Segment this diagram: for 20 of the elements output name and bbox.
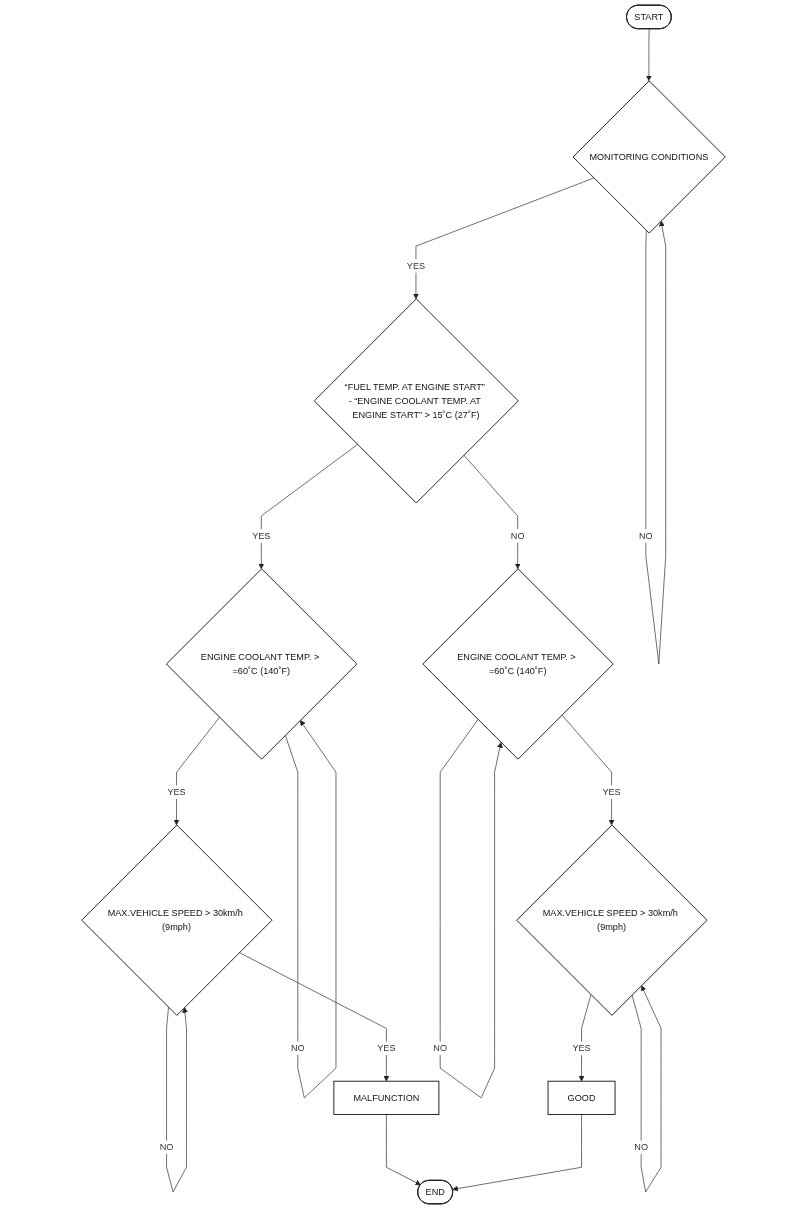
edge-label: YES — [252, 530, 271, 541]
node-diamond: MONITORING CONDITIONS — [572, 80, 726, 234]
edge-label: YES — [167, 786, 186, 797]
edge-label: NO — [290, 1042, 305, 1054]
node-box: MALFUNCTION — [333, 1080, 440, 1115]
node-diamond: ENGINE COOLANT TEMP. > =60˚C (140˚F) — [165, 568, 358, 760]
node-diamond: “FUEL TEMP. AT ENGINE START” - “ENGINE COOLANT TEMP. AT ENGINE START” > 15˚C (27˚F) — [313, 298, 519, 504]
edge-label: NO — [634, 1141, 649, 1153]
node-diamond: MAX.VEHICLE SPEED > 30km/h (9mph) — [516, 824, 708, 1016]
node-diamond: MAX.VEHICLE SPEED > 30km/h (9mph) — [81, 824, 273, 1016]
edge-label: NO — [638, 530, 653, 541]
node-diamond: ENGINE COOLANT TEMP. > =60˚C (140˚F) — [422, 568, 614, 760]
edge-label: NO — [433, 1042, 448, 1054]
node-box: GOOD — [547, 1080, 616, 1115]
edge-label: NO — [510, 530, 525, 541]
edge-label: YES — [572, 1042, 591, 1054]
edge-label: NO — [159, 1141, 174, 1153]
edge-label: YES — [602, 786, 621, 797]
edge-label: YES — [377, 1042, 396, 1054]
edge-label: YES — [406, 260, 426, 271]
